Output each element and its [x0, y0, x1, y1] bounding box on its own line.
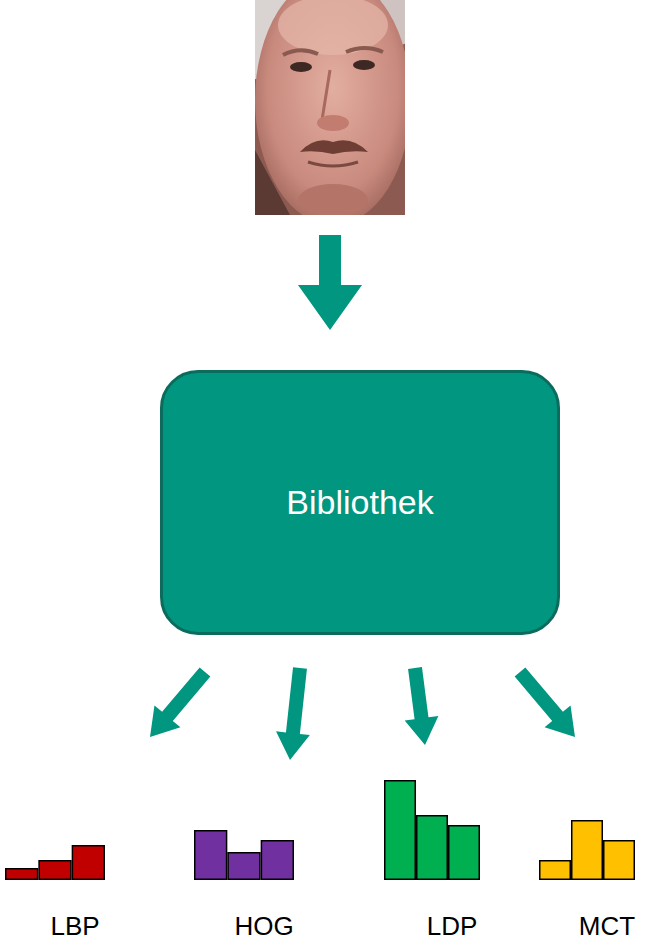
forehead — [278, 0, 388, 55]
box-label: Bibliothek — [286, 483, 433, 522]
output-arrow — [276, 667, 310, 760]
output-arrow — [515, 667, 575, 737]
chin — [298, 184, 368, 215]
histogram-bar — [39, 861, 71, 880]
mustache — [300, 140, 368, 154]
histogram-bar — [572, 821, 603, 880]
shadow — [255, 150, 290, 215]
histogram-bar — [385, 781, 416, 880]
mouth — [308, 162, 358, 166]
face-skin — [255, 0, 405, 215]
feature-label: LDP — [384, 911, 520, 941]
eyebrow — [346, 48, 383, 52]
histogram-node: LBP — [5, 845, 145, 941]
face-photo — [255, 0, 405, 215]
histogram-node: HOG — [194, 830, 334, 941]
histogram-bar — [417, 816, 448, 880]
histogram-bar — [195, 831, 227, 880]
feature-label: HOG — [194, 911, 334, 941]
histogram-node: LDP — [384, 780, 520, 941]
histogram-bar — [261, 841, 293, 880]
histogram-bar — [604, 841, 635, 880]
library-box: Bibliothek — [160, 370, 560, 635]
histogram-bar — [228, 853, 260, 880]
eyebrow — [283, 50, 318, 55]
feature-label: MCT — [539, 911, 660, 941]
input-arrow — [298, 235, 362, 330]
eye — [353, 60, 375, 70]
histogram-bar — [72, 846, 104, 880]
eye — [290, 62, 312, 72]
output-arrow — [405, 667, 439, 745]
histogram-node: MCT — [539, 820, 660, 941]
histogram — [384, 780, 480, 880]
histogram — [194, 830, 294, 880]
histogram-bar — [449, 826, 480, 880]
nose-tip — [317, 115, 349, 131]
feature-label: LBP — [5, 911, 145, 941]
histogram — [5, 845, 105, 880]
output-arrow — [150, 667, 210, 737]
histogram-bar — [6, 869, 38, 880]
histogram-bar — [540, 861, 571, 880]
histogram — [539, 820, 635, 880]
